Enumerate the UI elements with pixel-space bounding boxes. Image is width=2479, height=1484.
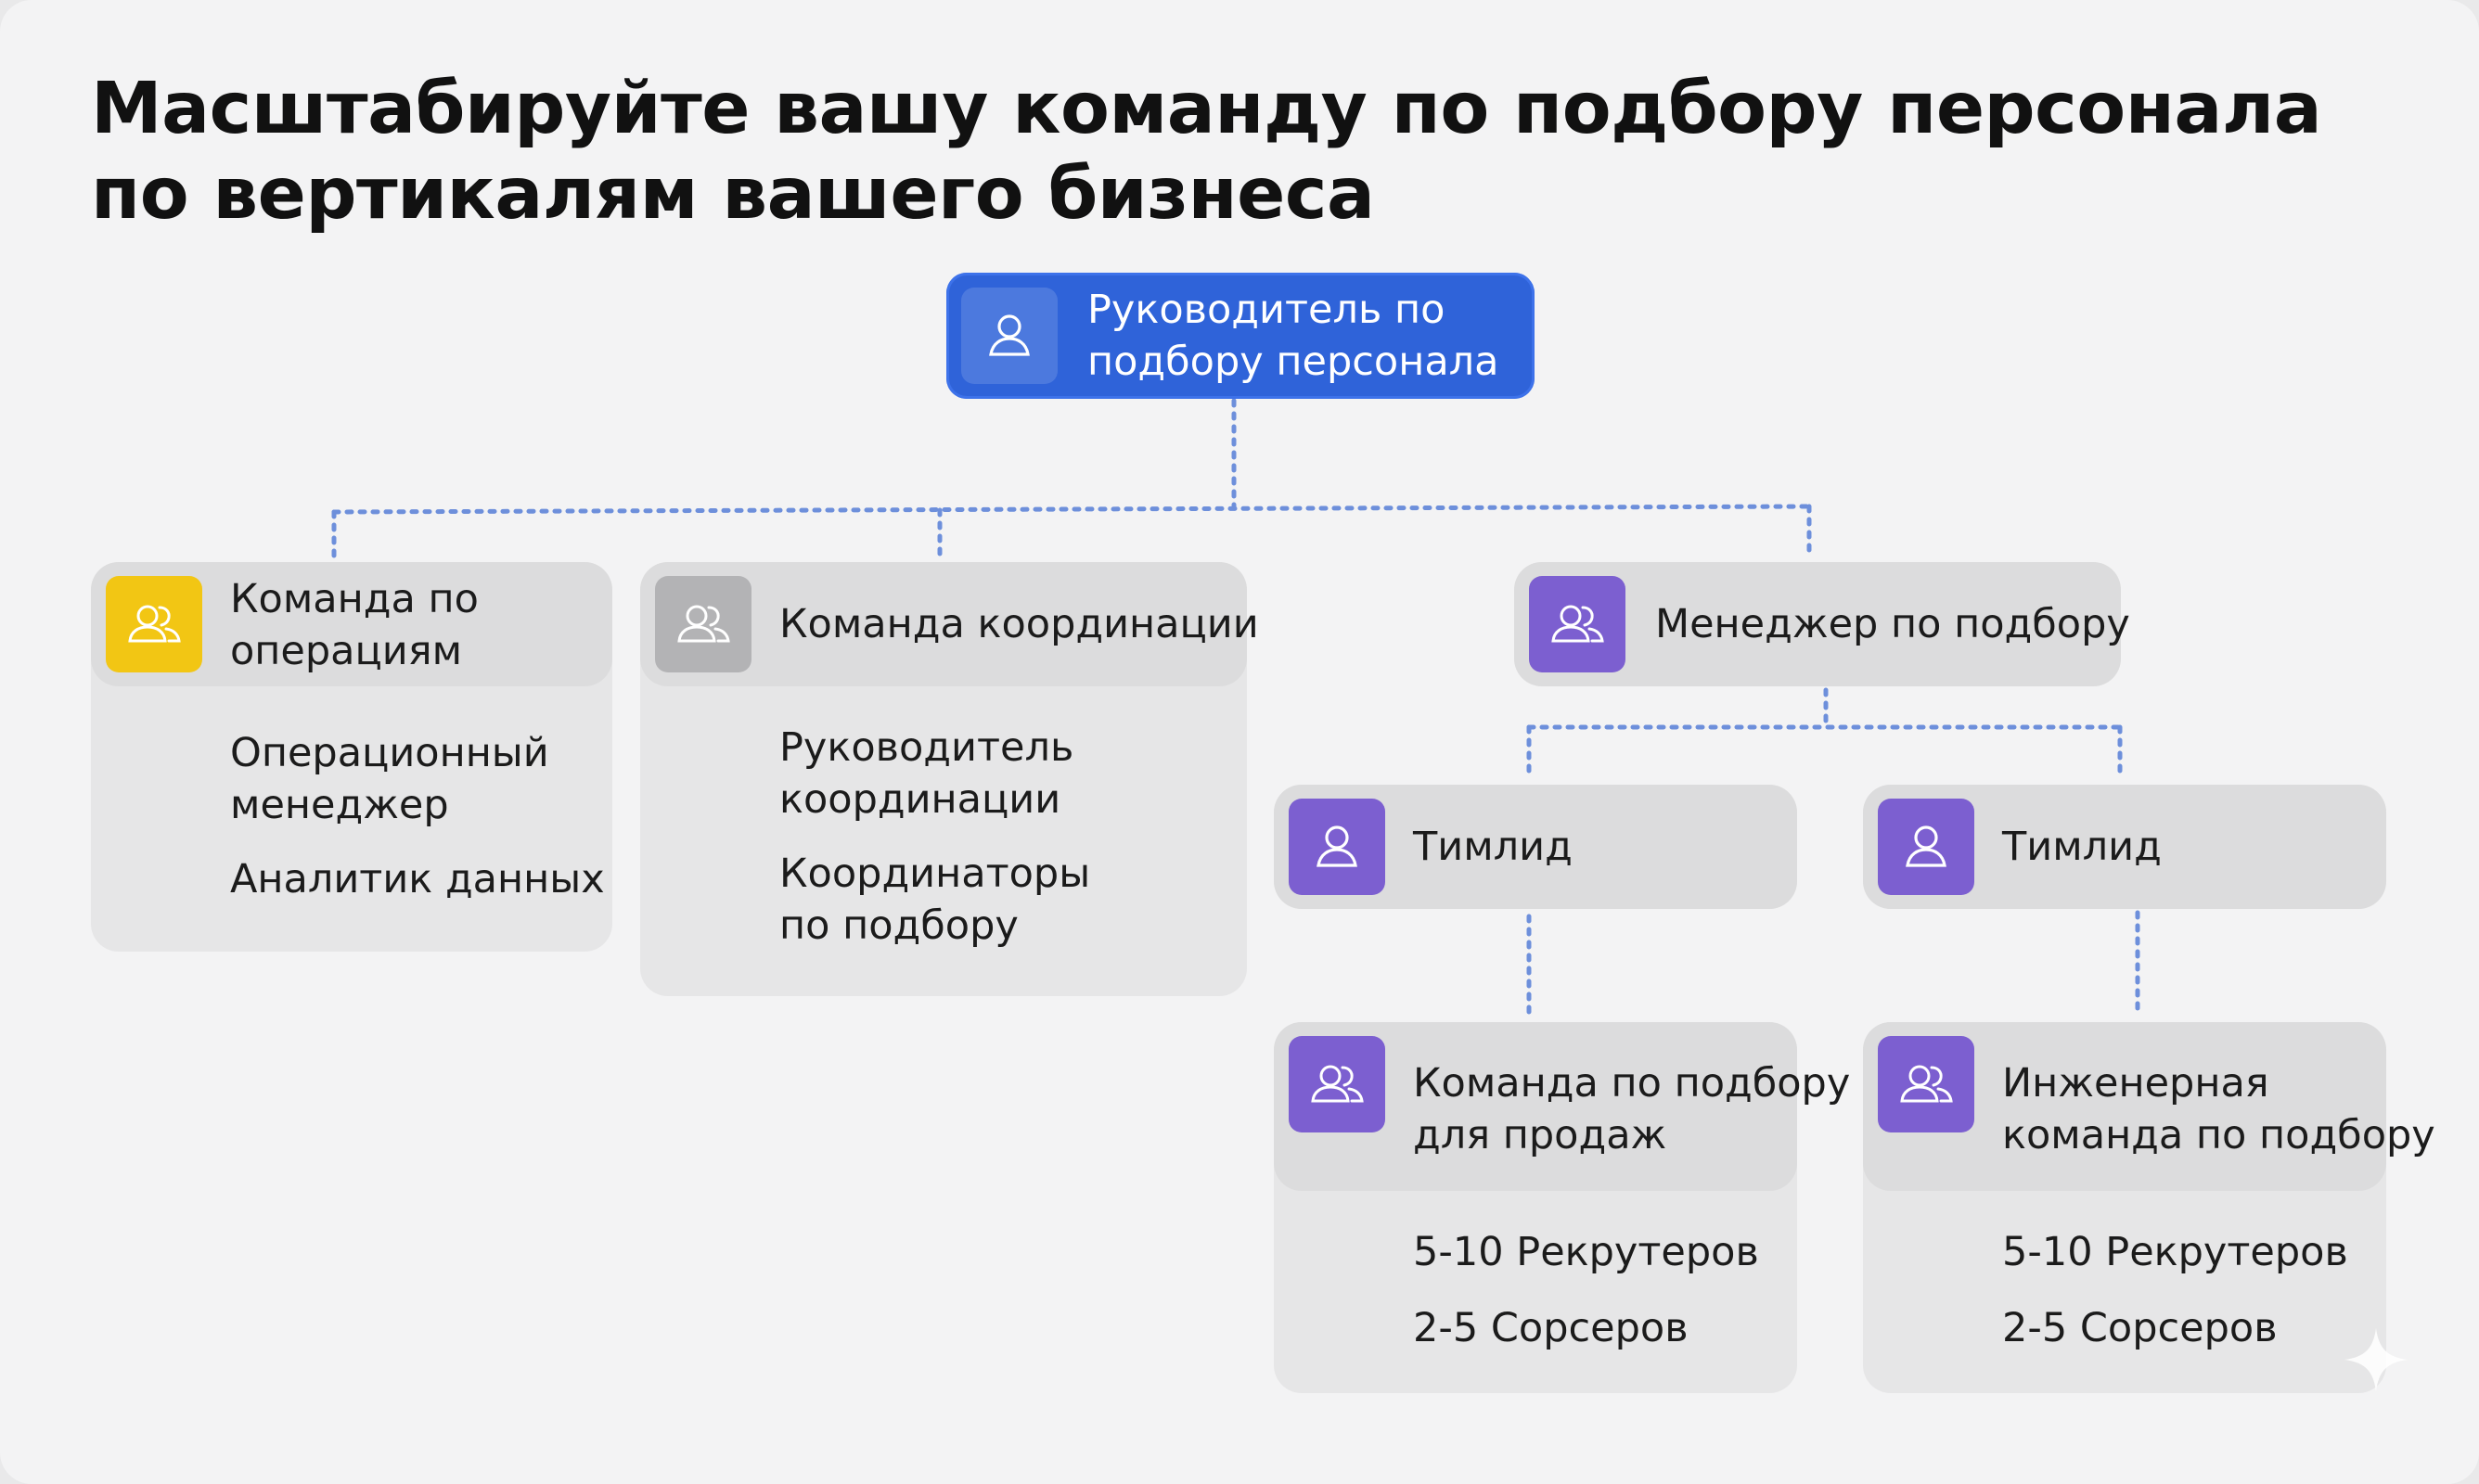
title-line-2: по вертикалям вашего бизнеса bbox=[91, 153, 1375, 236]
engineering-recruiting-team-card[interactable]: Инженерная команда по подбору 5-10 Рекру… bbox=[1863, 1022, 2435, 1393]
operations-item-2: Аналитик данных bbox=[230, 856, 605, 902]
sales-team-item-sourcers: 2-5 Сорсеров bbox=[1413, 1305, 1689, 1351]
eng-team-icon-box bbox=[1878, 1036, 1974, 1132]
operations-icon-box bbox=[106, 576, 202, 672]
operations-team-label: Команда по операциям bbox=[230, 576, 479, 674]
users-icon bbox=[1900, 1065, 1953, 1103]
users-icon bbox=[1311, 1065, 1364, 1103]
coordination-item-2: Координаторы по подбору bbox=[779, 851, 1091, 949]
coordination-team-label: Команда координации bbox=[779, 601, 1259, 647]
operations-team-card[interactable]: Команда по операциям Операционный менедж… bbox=[91, 562, 612, 952]
engineering-recruiting-team-header: Инженерная команда по подбору bbox=[1863, 1022, 2435, 1191]
connector-level1-bus bbox=[331, 504, 1812, 515]
teamlead-left-card[interactable]: Тимлид bbox=[1274, 785, 1797, 909]
title-line-1: Масштабируйте вашу команду по подбору пе… bbox=[91, 68, 2322, 150]
eng-team-item-sourcers: 2-5 Сорсеров bbox=[2002, 1305, 2278, 1351]
sparkle-icon bbox=[2344, 1328, 2408, 1391]
root-label: Руководитель по подбору персонала bbox=[1087, 287, 1499, 385]
users-icon bbox=[128, 605, 181, 643]
teamlead-left-header: Тимлид bbox=[1274, 785, 1797, 909]
sales-recruiting-team-label: Команда по подбору для продаж bbox=[1413, 1060, 1851, 1158]
sales-recruiting-team-header: Команда по подбору для продаж bbox=[1274, 1022, 1850, 1191]
user-icon bbox=[989, 314, 1030, 356]
eng-team-item-recruiters: 5-10 Рекрутеров bbox=[2002, 1229, 2348, 1275]
sales-team-icon-box bbox=[1289, 1036, 1385, 1132]
manager-icon-box bbox=[1529, 576, 1625, 672]
user-icon bbox=[1317, 825, 1357, 867]
root-node-head-of-recruiting[interactable]: Руководитель по подбору персонала bbox=[946, 273, 1535, 399]
users-icon bbox=[677, 605, 730, 643]
teamlead-right-header: Тимлид bbox=[1863, 785, 2386, 909]
coordination-team-card[interactable]: Команда координации Руководитель координ… bbox=[640, 562, 1259, 996]
teamlead-left-label: Тимлид bbox=[1413, 824, 1573, 870]
coordination-icon-box bbox=[655, 576, 751, 672]
sales-team-item-recruiters: 5-10 Рекрутеров bbox=[1413, 1229, 1759, 1275]
coordination-item-1: Руководитель координации bbox=[779, 724, 1074, 823]
operations-item-1: Операционный менеджер bbox=[230, 730, 549, 828]
users-icon bbox=[1551, 605, 1604, 643]
page-title: Масштабируйте вашу команду по подбору пе… bbox=[91, 67, 2322, 237]
operations-team-header: Команда по операциям bbox=[91, 562, 612, 686]
teamlead-right-icon-box bbox=[1878, 799, 1974, 895]
recruiting-manager-card[interactable]: Менеджер по подбору bbox=[1514, 562, 2130, 686]
root-icon-box bbox=[961, 288, 1058, 384]
recruiting-manager-label: Менеджер по подбору bbox=[1655, 601, 2130, 647]
engineering-recruiting-team-label: Инженерная команда по подбору bbox=[2002, 1060, 2435, 1158]
teamlead-right-card[interactable]: Тимлид bbox=[1863, 785, 2386, 909]
sales-recruiting-team-card[interactable]: Команда по подбору для продаж 5-10 Рекру… bbox=[1274, 1022, 1850, 1393]
teamlead-left-icon-box bbox=[1289, 799, 1385, 895]
user-icon bbox=[1906, 825, 1946, 867]
recruiting-manager-header: Менеджер по подбору bbox=[1514, 562, 2130, 686]
coordination-team-header: Команда координации bbox=[640, 562, 1259, 686]
teamlead-right-label: Тимлид bbox=[2002, 824, 2162, 870]
